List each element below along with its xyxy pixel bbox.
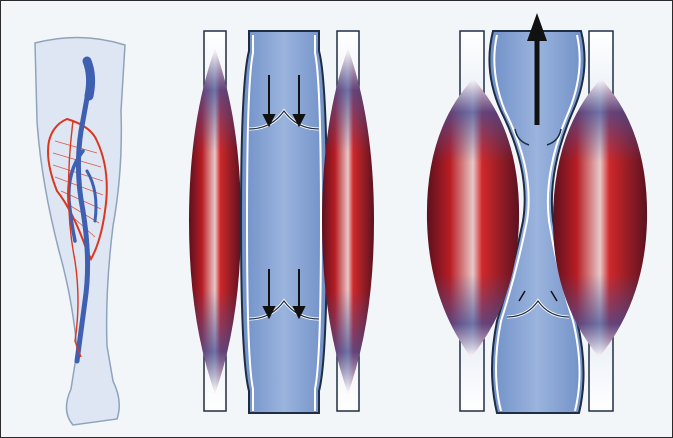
leg-illustration [35, 37, 125, 425]
muscle-left-relaxed [189, 31, 241, 411]
relaxed-state-panel [189, 31, 374, 413]
contracted-state-panel [427, 13, 647, 413]
leg-vein-top [87, 61, 91, 96]
vein-relaxed [241, 31, 327, 413]
muscle-right-relaxed [322, 31, 374, 411]
